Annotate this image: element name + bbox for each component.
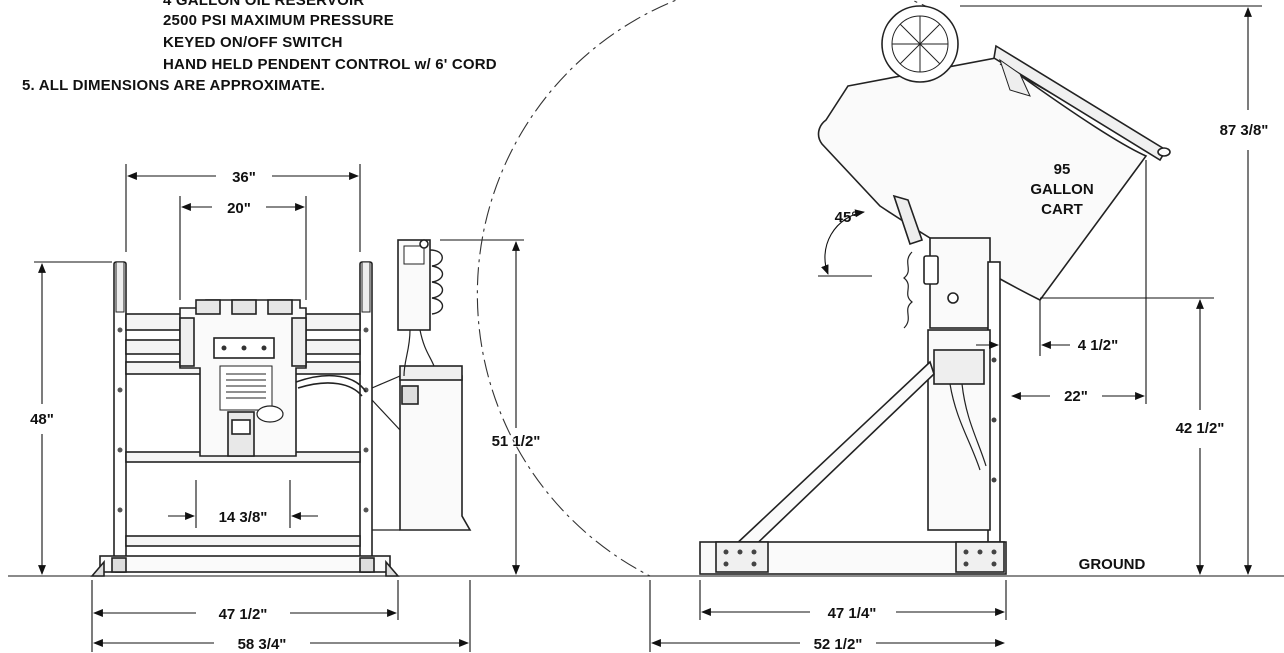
control-box bbox=[397, 239, 431, 331]
dim-42-1-2: 42 1/2" bbox=[1176, 420, 1225, 437]
dim-52-1-2: 52 1/2" bbox=[814, 636, 863, 653]
cart-label: CART bbox=[1041, 201, 1083, 218]
brand-badge bbox=[256, 405, 284, 423]
dim-4-1-2: 4 1/2" bbox=[1078, 337, 1118, 354]
front-dimension-labels: 36" 20" 48" 51 1/2" 14 3/8" 47 1/2" 58 3… bbox=[30, 169, 540, 653]
spec-switch: KEYED ON/OFF SWITCH bbox=[163, 34, 343, 51]
cart-capacity-number: 95 bbox=[1054, 161, 1071, 178]
dim-48: 48" bbox=[30, 411, 54, 428]
spec-pressure: 2500 PSI MAXIMUM PRESSURE bbox=[163, 12, 394, 29]
dim-47-1-4: 47 1/4" bbox=[828, 605, 877, 622]
side-dimensions bbox=[649, 5, 1262, 652]
front-view bbox=[90, 239, 472, 577]
dump-arc bbox=[476, 0, 939, 577]
front-dimensions bbox=[34, 164, 524, 652]
cart-capacity-unit: GALLON bbox=[1030, 181, 1093, 198]
dim-14-3-8: 14 3/8" bbox=[219, 509, 268, 526]
side-column bbox=[929, 237, 991, 329]
warning-decal bbox=[219, 365, 273, 411]
tilted-cart bbox=[817, 57, 1148, 302]
dim-45-degrees: 45° bbox=[835, 209, 858, 226]
dim-58-3-4: 58 3/4" bbox=[238, 636, 287, 653]
side-view bbox=[476, 0, 1171, 577]
base-rail bbox=[99, 555, 391, 573]
spec-reservoir: 4 GALLON OIL RESERVOIR bbox=[163, 0, 365, 9]
ground-label: GROUND bbox=[1079, 556, 1146, 573]
dim-36: 36" bbox=[232, 169, 256, 186]
dim-22: 22" bbox=[1064, 388, 1088, 405]
dim-47-1-2: 47 1/2" bbox=[219, 606, 268, 623]
dim-51-1-2: 51 1/2" bbox=[492, 433, 541, 450]
dim-87-3-8: 87 3/8" bbox=[1220, 122, 1269, 139]
pendant-control bbox=[923, 255, 939, 285]
dim-20: 20" bbox=[227, 200, 251, 217]
side-labels: 95 GALLON CART 45° 4 1/2" 22" 42 1/2" 87… bbox=[814, 122, 1269, 653]
spec-pendant: HAND HELD PENDENT CONTROL w/ 6' CORD bbox=[163, 56, 497, 73]
note-dimensions-approximate: 5. ALL DIMENSIONS ARE APPROXIMATE. bbox=[22, 77, 325, 94]
diagonal-brace bbox=[730, 360, 935, 558]
